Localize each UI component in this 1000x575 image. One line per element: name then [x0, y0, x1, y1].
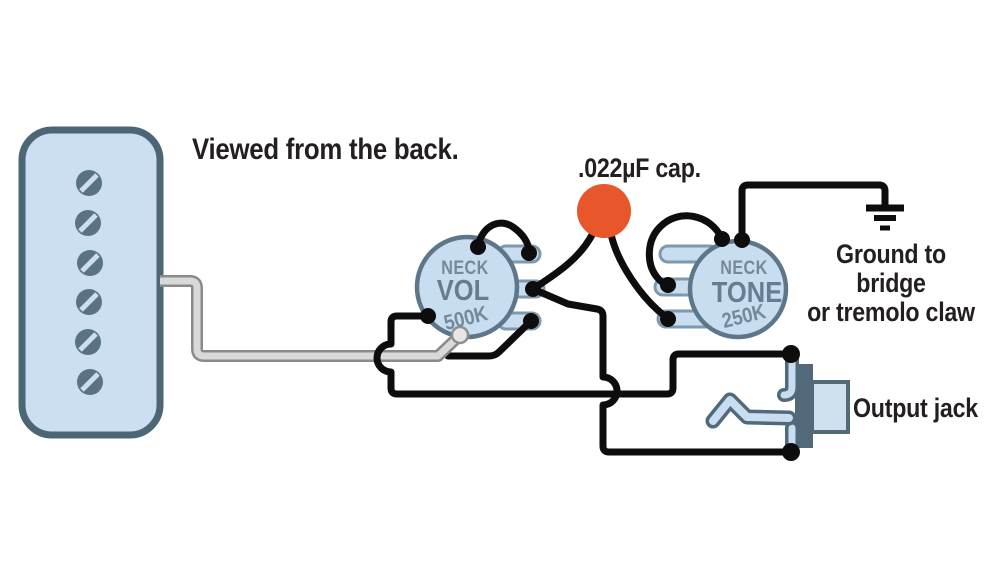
pickup-pole-screws	[75, 170, 103, 395]
output-jack	[705, 349, 850, 459]
capacitor-body	[577, 184, 631, 238]
ground-label-line2: or tremolo claw	[807, 297, 975, 327]
view-note: Viewed from the back.	[192, 133, 459, 166]
volume-pot-position: NECK	[441, 258, 489, 279]
tone-pot-position: NECK	[720, 258, 768, 279]
ground-label: Ground to bridge or tremolo claw	[805, 240, 977, 327]
pickup-cable	[160, 275, 470, 362]
jack-plate	[795, 364, 813, 448]
tone-pot-role: TONE	[711, 277, 783, 309]
cap-lead-left	[532, 229, 597, 291]
bridge-ground-wire	[738, 181, 889, 244]
capacitor-label: .022µF cap.	[578, 153, 701, 183]
volume-pot-role: VOL	[436, 275, 490, 307]
ground-bus-wire	[373, 312, 795, 398]
hot-output-wire	[529, 285, 795, 456]
cap-lead-right	[607, 230, 670, 321]
pickup-cable-tip	[450, 325, 470, 345]
ground-symbol	[866, 204, 904, 231]
solder-joints	[420, 231, 800, 461]
pickup-hot-to-volume-lug-wire	[444, 317, 535, 360]
output-jack-label: Output jack	[853, 393, 978, 423]
ground-label-line1: Ground to bridge	[836, 239, 946, 298]
volume-casing-jumper	[474, 219, 533, 256]
jack-barrel	[810, 380, 850, 434]
neck-pickup	[18, 126, 164, 439]
